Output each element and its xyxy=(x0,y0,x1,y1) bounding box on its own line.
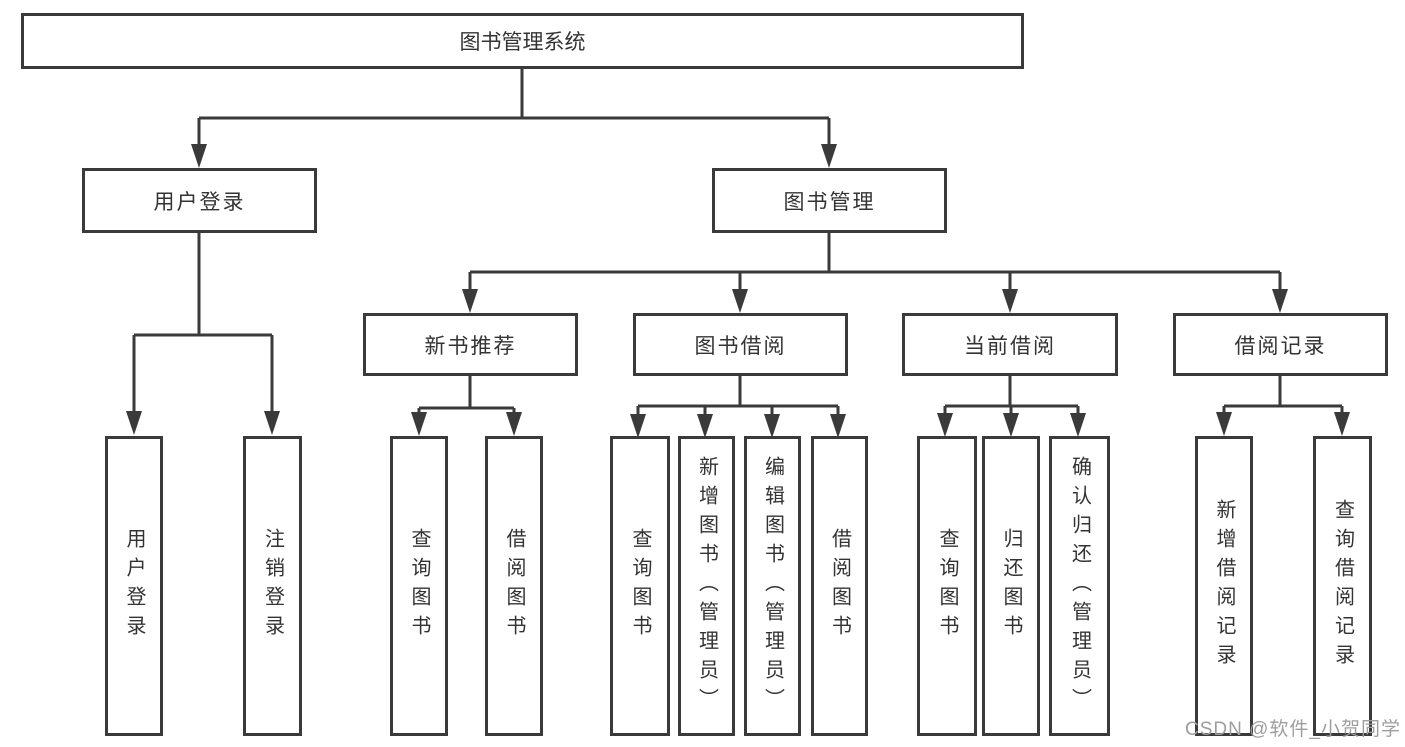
node-book-borrow: 图书借阅 xyxy=(633,313,848,376)
leaf-label: 查询图书 xyxy=(408,528,430,644)
node-current-borrow: 当前借阅 xyxy=(902,313,1118,376)
leaf-query-book-recommend: 查询图书 xyxy=(390,436,448,736)
node-label: 用户登录 xyxy=(153,190,246,214)
leaf-label: 用户登录 xyxy=(123,528,145,644)
leaf-add-borrow-record: 新增借阅记录 xyxy=(1195,436,1253,736)
node-label: 图书管理 xyxy=(783,190,876,214)
arrowheads xyxy=(126,144,1350,438)
leaf-logout: 注销登录 xyxy=(243,436,302,736)
leaf-label: 归还图书 xyxy=(1000,528,1022,644)
leaf-label: 查询图书 xyxy=(629,528,651,644)
node-label: 图书借阅 xyxy=(694,334,787,358)
node-label: 图书管理系统 xyxy=(459,31,586,54)
leaf-label: 注销登录 xyxy=(261,528,284,644)
leaf-query-book-borrow: 查询图书 xyxy=(610,436,670,736)
leaf-query-borrow-record: 查询借阅记录 xyxy=(1313,436,1372,736)
leaf-confirm-return-admin: 确认归还（管理员） xyxy=(1049,436,1110,736)
node-user-login: 用户登录 xyxy=(82,168,317,233)
node-label: 当前借阅 xyxy=(964,334,1056,358)
node-label: 新书推荐 xyxy=(424,334,517,358)
node-book-management: 图书管理 xyxy=(712,168,947,233)
leaf-add-book-admin: 新增图书（管理员） xyxy=(678,436,735,736)
csdn-watermark: CSDN @软件_小贺同学 xyxy=(1185,719,1401,740)
leaf-label: 确认归还（管理员） xyxy=(1068,455,1091,717)
leaf-label: 新增借阅记录 xyxy=(1213,499,1235,673)
node-label: 借阅记录 xyxy=(1234,334,1327,358)
node-new-book-recommend: 新书推荐 xyxy=(363,313,578,376)
leaf-edit-book-admin: 编辑图书（管理员） xyxy=(744,436,801,736)
leaf-return-book: 归还图书 xyxy=(982,436,1040,736)
leaf-label: 编辑图书（管理员） xyxy=(761,455,784,717)
leaf-user-login: 用户登录 xyxy=(105,436,163,736)
leaf-label: 借阅图书 xyxy=(503,528,525,644)
leaf-borrow-book: 借阅图书 xyxy=(811,436,868,736)
node-borrow-records: 借阅记录 xyxy=(1173,313,1388,376)
leaf-label: 查询借阅记录 xyxy=(1331,499,1354,673)
node-library-system: 图书管理系统 xyxy=(21,13,1024,69)
leaf-label: 查询图书 xyxy=(936,528,958,644)
leaf-query-book-current: 查询图书 xyxy=(917,436,977,736)
leaf-label: 借阅图书 xyxy=(828,528,851,644)
leaf-borrow-book-recommend: 借阅图书 xyxy=(485,436,543,736)
leaf-label: 新增图书（管理员） xyxy=(695,455,718,717)
